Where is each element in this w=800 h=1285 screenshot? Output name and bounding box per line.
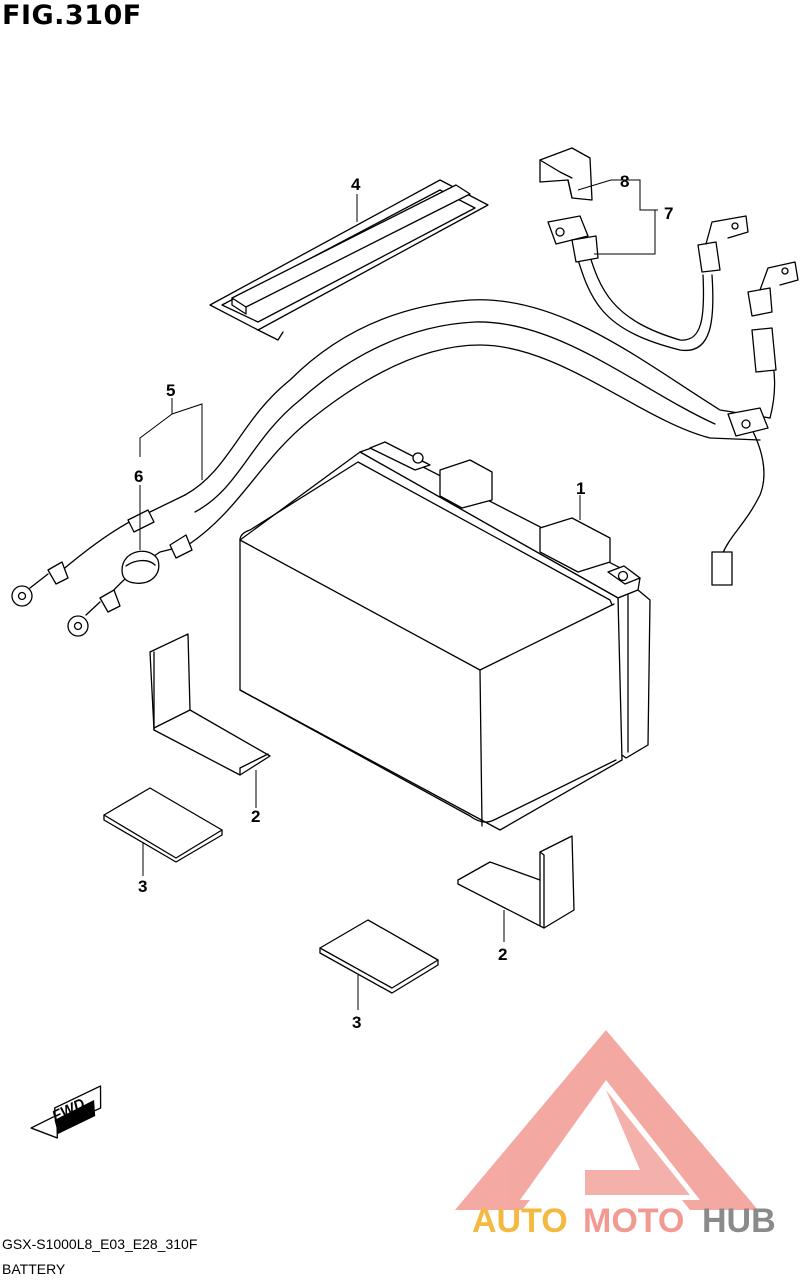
figure-caption: BATTERY: [2, 1261, 66, 1277]
figure-code: GSX-S1000L8_E03_E28_310F: [2, 1236, 198, 1252]
leader-lines: [139, 179, 658, 1010]
watermark-text: AUTO MOTO HUB: [472, 1202, 776, 1240]
battery-strap-part-4[interactable]: [209, 179, 489, 341]
battery-pad-part-3-right[interactable]: [319, 919, 439, 994]
callout-4: 4: [351, 175, 361, 194]
fwd-arrow-icon: FWD: [30, 1085, 102, 1139]
callout-1: 1: [576, 479, 585, 498]
watermark-logo: [455, 1030, 758, 1210]
figure-title: FIG.310F: [2, 0, 142, 31]
battery-pad-part-2-right[interactable]: [457, 835, 575, 929]
lead-wire-part-7[interactable]: [547, 215, 749, 352]
callout-2-right: 2: [498, 945, 507, 964]
terminal-cover-part-8[interactable]: [539, 147, 593, 201]
callout-8: 8: [620, 172, 629, 191]
callout-7: 7: [664, 204, 673, 223]
callout-2-left: 2: [251, 807, 260, 826]
callout-6: 6: [134, 467, 143, 486]
callout-labels: 1 2 2 3 3 4 5 6 7 8: [134, 172, 673, 1032]
battery-pad-part-3-left[interactable]: [103, 787, 223, 863]
battery-harness-part-5[interactable]: [11, 261, 799, 637]
terminal-cap-part-6[interactable]: [121, 550, 160, 584]
callout-5: 5: [166, 381, 175, 400]
battery-pad-part-2-left[interactable]: [149, 633, 271, 776]
battery-part-1[interactable]: [239, 441, 651, 831]
callout-3-left: 3: [138, 877, 147, 896]
watermark-part3: HUB: [702, 1202, 776, 1240]
watermark-part1: AUTO: [472, 1202, 568, 1240]
callout-3-right: 3: [352, 1013, 361, 1032]
watermark-part2: MOTO: [583, 1202, 684, 1240]
